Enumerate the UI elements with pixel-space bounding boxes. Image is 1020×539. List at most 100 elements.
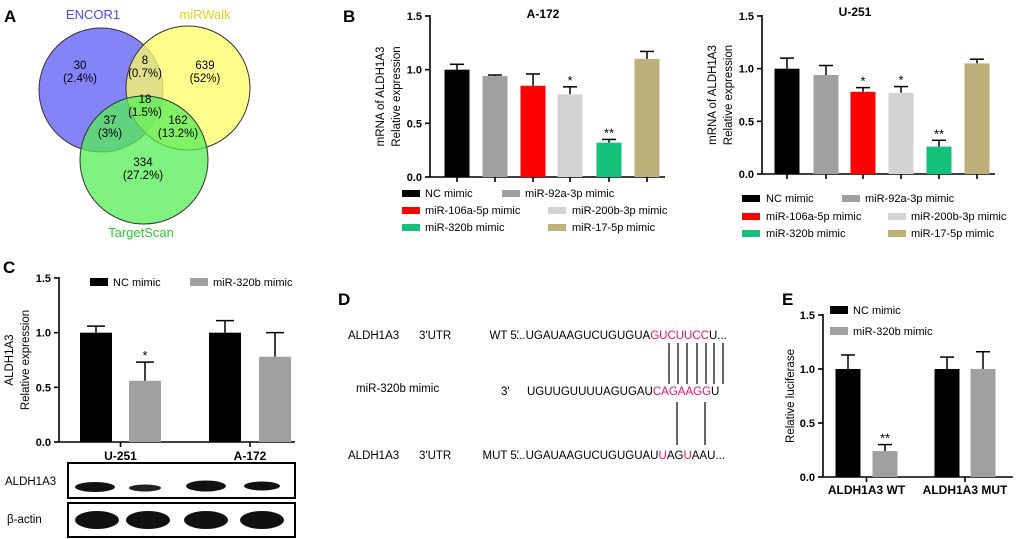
- venn-label-mirwalk: miRWalk: [179, 7, 231, 22]
- bar: [444, 69, 470, 177]
- legend-swatch: [888, 230, 906, 237]
- base-pair-lines: [668, 343, 724, 445]
- nucleotides: U...: [709, 330, 727, 342]
- legend-swatch: [402, 224, 420, 231]
- blot-label-aldh1a3: ALDH1A3: [5, 476, 56, 488]
- y-tick-label: 1.0: [407, 65, 422, 77]
- seed-nucleotides: GUCUUCC: [650, 330, 709, 342]
- legend-label: miR-200b-3p mimic: [572, 205, 668, 217]
- y-tick-label: 0.0: [800, 472, 815, 484]
- legend-swatch: [402, 190, 420, 197]
- venn-count: 18: [139, 94, 152, 106]
- bar: [934, 369, 960, 477]
- sequence-region: 3'UTR: [419, 330, 451, 342]
- legend-swatch: [842, 195, 860, 202]
- legend-label: NC mimic: [853, 305, 901, 317]
- legend-label: miR-92a-3p mimic: [865, 193, 955, 205]
- venn-count: 30: [74, 60, 87, 72]
- y-tick-label: 0.5: [800, 418, 815, 430]
- seed-nucleotides: U: [659, 450, 667, 462]
- venn-percent: (0.7%): [128, 68, 162, 80]
- legend-swatch: [742, 213, 760, 220]
- venn-regions: 30(2.4%)8(0.7%)639(52%)18(1.5%)37(3%)162…: [63, 55, 220, 182]
- y-axis-label: mRNA of ALDH1A3: [375, 47, 387, 147]
- venn-percent: (52%): [190, 73, 221, 85]
- sequence: ...UGAUAAGUCUGUGUAUUAGUAAU...: [516, 450, 725, 462]
- y-axis-label: Relative luciferase: [785, 349, 797, 443]
- venn-region-encor1-only: 30(2.4%): [63, 60, 97, 85]
- western-blot: ALDH1A3 β-actin: [5, 462, 296, 538]
- legend-label: NC mimic: [425, 188, 473, 200]
- legend-label: miR-320b mimic: [853, 326, 933, 338]
- venn-count: 334: [133, 157, 153, 169]
- legend-swatch: [888, 213, 906, 220]
- chart-title: A-172: [527, 7, 560, 21]
- sequence-name: ALDH1A3: [348, 450, 399, 462]
- venn-region-encor1-targetscan: 37(3%): [98, 115, 122, 140]
- legend-swatch: [742, 195, 760, 202]
- blot-band: [184, 511, 228, 529]
- venn-region-targetscan-only: 334(27.2%): [123, 157, 163, 182]
- bar: [964, 63, 990, 174]
- legend-swatch: [830, 306, 848, 314]
- venn-percent: (13.2%): [158, 128, 198, 140]
- venn-percent: (1.5%): [128, 107, 162, 119]
- bar: [835, 369, 861, 477]
- blot-band: [186, 480, 226, 492]
- y-axis-label: ALDH1A3: [4, 334, 16, 385]
- venn-percent: (2.4%): [63, 73, 97, 85]
- sequence-region: 3'UTR: [419, 450, 451, 462]
- charts: 0.0 0.5 1.0 1.5 mRNA of ALDH1A3 Relative expr…: [4, 5, 1013, 497]
- legend-label: miR-200b-3p mimic: [911, 211, 1007, 223]
- y-tick-label: 1.5: [36, 273, 51, 285]
- chart-title: U-251: [839, 5, 872, 19]
- y-axis-label: Relative expression: [723, 45, 735, 145]
- blot-band: [75, 482, 115, 492]
- significance-marker: *: [142, 348, 147, 363]
- venn-region-all-three: 18(1.5%): [128, 94, 162, 119]
- panel-label-c: C: [3, 258, 15, 277]
- legend-swatch: [190, 278, 208, 286]
- legend-label: miR-17-5p mimic: [911, 228, 995, 240]
- blot-label-beta-actin: β-actin: [7, 514, 42, 526]
- legend-swatch: [402, 207, 420, 214]
- panel-label-a: A: [4, 7, 16, 26]
- bar: [888, 92, 914, 174]
- y-tick-label: 1.0: [739, 64, 754, 76]
- venn-region-encor1-mirwalk: 8(0.7%): [128, 55, 162, 80]
- y-tick-label: 0.0: [36, 437, 51, 449]
- venn-label-encor1: ENCOR1: [66, 7, 120, 22]
- legend-label: miR-17-5p mimic: [572, 222, 656, 234]
- venn-circle-targetscan: [79, 95, 209, 225]
- bar: [872, 451, 898, 477]
- sequence: UGUUGUUUUAGUGAUCAGAAGGU: [527, 386, 719, 398]
- legend-label: miR-320b mimic: [213, 277, 293, 289]
- seed-nucleotides: CAGAAGG: [653, 386, 711, 398]
- legend-swatch: [742, 230, 760, 237]
- bar: [520, 85, 546, 177]
- legend-swatch: [548, 224, 566, 231]
- bar: [850, 91, 876, 174]
- seed-nucleotides: U: [683, 450, 691, 462]
- bar: [774, 68, 800, 174]
- bar: [926, 146, 952, 174]
- significance-marker: **: [880, 431, 890, 446]
- nucleotides: AAU...: [692, 450, 725, 462]
- legend-label: miR-106a-5p mimic: [425, 205, 521, 217]
- panel-label-d: D: [338, 290, 350, 309]
- legend-label: NC mimic: [113, 277, 161, 289]
- legend-label: miR-92a-3p mimic: [525, 188, 615, 200]
- x-category-label: ALDH1A3 MUT: [923, 483, 1008, 497]
- venn-count: 8: [142, 55, 148, 67]
- nucleotides: AG: [667, 450, 684, 462]
- y-tick-label: 0.5: [407, 118, 422, 130]
- blot-band: [244, 481, 280, 491]
- legend-label: NC mimic: [766, 193, 814, 205]
- sequence-name: miR-320b mimic: [356, 383, 439, 395]
- venn-region-mirwalk-only: 639(52%): [190, 60, 221, 85]
- legend-label: miR-320b mimic: [766, 228, 846, 240]
- bar: [596, 142, 622, 177]
